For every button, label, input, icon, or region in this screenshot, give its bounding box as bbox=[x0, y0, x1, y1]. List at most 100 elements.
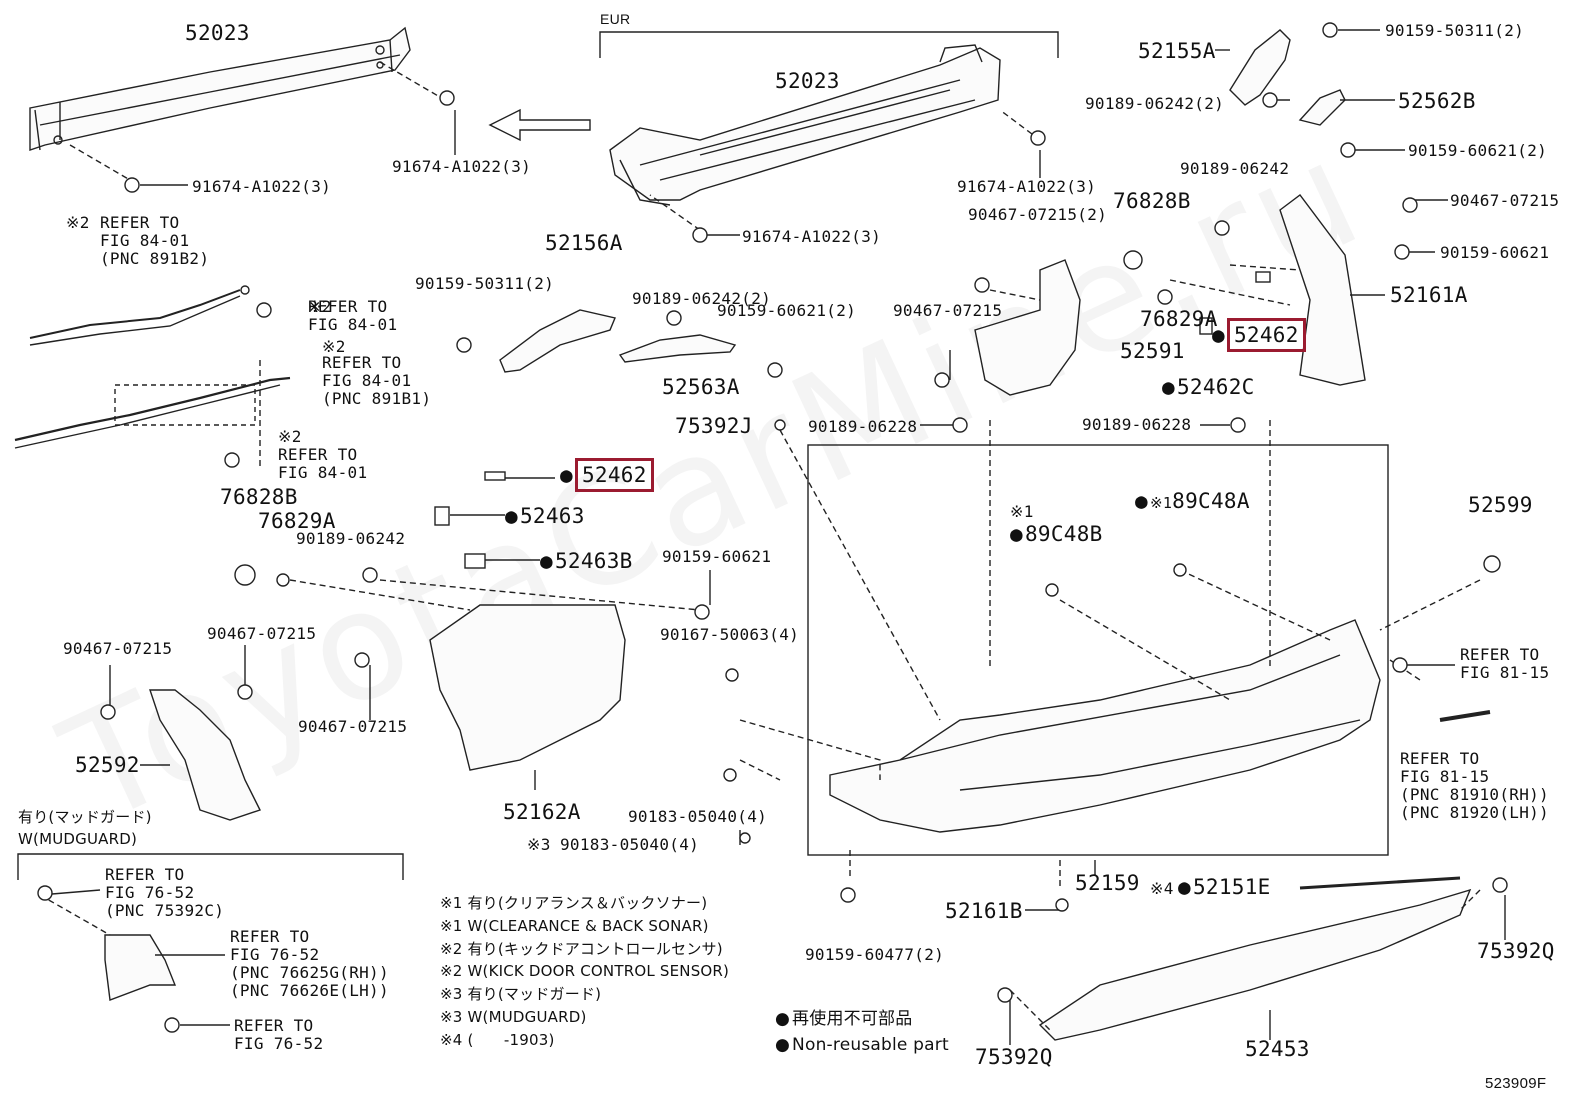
part-52563a: 52563A bbox=[662, 375, 740, 399]
note-mark-1a: ※1 bbox=[1149, 494, 1173, 512]
retainer-52155a-icon bbox=[1229, 29, 1291, 106]
part-90189-06228-b: 90189-06228 bbox=[1082, 415, 1192, 434]
refer-block-2: REFER TO FIG 84-01 bbox=[308, 297, 398, 334]
note-mark-3: ※3 bbox=[527, 835, 551, 854]
part-76829a-right: 76829A bbox=[1140, 307, 1218, 331]
note-mark-2b: ※2 bbox=[308, 297, 332, 316]
part-52591: 52591 bbox=[1120, 339, 1185, 363]
retainer-52592-icon bbox=[149, 689, 261, 821]
part-91674-c: 91674-A1022(3) bbox=[742, 227, 882, 246]
retainer-52162a-icon bbox=[429, 604, 626, 771]
part-75392q-right: 75392Q bbox=[1477, 939, 1555, 963]
part-90183-05040-b: 90183-05040(4) bbox=[560, 835, 700, 854]
part-52462-center: 52462 bbox=[560, 458, 654, 492]
part-90189-06242-a: 90189-06242 bbox=[1180, 159, 1290, 178]
part-52161a: 52161A bbox=[1390, 283, 1468, 307]
refer-block-6: REFER TO FIG 81-15 (PNC 81910(RH)) (PNC … bbox=[1400, 749, 1549, 822]
retainer-52591-icon bbox=[974, 259, 1081, 396]
part-52462c: 52462C bbox=[1162, 376, 1255, 398]
note-3-jp: ※3 有り(マッドガード) bbox=[440, 985, 602, 1004]
refer-block-1: REFER TO FIG 84-01 (PNC 891B2) bbox=[100, 213, 210, 268]
note-4: ※4 ( -1903) bbox=[440, 1030, 555, 1049]
part-90189-06242-2b: 90189-06242(2) bbox=[632, 289, 772, 308]
part-52155a: 52155A bbox=[1138, 39, 1216, 63]
harness-lower-icon bbox=[14, 376, 291, 449]
part-90159-60477: 90159-60477(2) bbox=[805, 945, 945, 964]
part-91674-a: 91674-A1022(3) bbox=[392, 157, 532, 176]
note-1-jp: ※1 有り(クリアランス＆バックソナー) bbox=[440, 894, 708, 912]
part-52162a: 52162A bbox=[503, 800, 581, 824]
part-91674-b: 91674-A1022(3) bbox=[192, 177, 332, 196]
part-90467-07215-a: 90467-07215 bbox=[1450, 191, 1560, 210]
note-mark-2d: ※2 bbox=[278, 427, 302, 446]
part-52462-right-highlight: 52462 bbox=[1226, 318, 1306, 352]
refer-block-4: REFER TO FIG 84-01 bbox=[278, 445, 368, 482]
mudguard-en-label: W(MUDGUARD) bbox=[18, 830, 138, 848]
retainer-52161a-icon bbox=[1279, 194, 1366, 386]
part-52161b: 52161B bbox=[945, 899, 1023, 923]
part-89c48b: 89C48B bbox=[1010, 523, 1103, 545]
part-75392j: 75392J bbox=[675, 414, 753, 438]
part-89c48a: ※189C48A bbox=[1135, 490, 1250, 512]
eur-bracket bbox=[599, 31, 1059, 58]
part-90183-05040-a: 90183-05040(4) bbox=[628, 807, 768, 826]
part-52463: 52463 bbox=[505, 505, 585, 527]
note-mark-4: ※4 bbox=[1150, 879, 1174, 898]
part-90159-60621-a: 90159-60621 bbox=[1440, 243, 1550, 262]
legend-en: Non-reusable part bbox=[775, 1036, 949, 1054]
part-52592: 52592 bbox=[75, 753, 140, 777]
part-90159-50311-a: 90159-50311(2) bbox=[1385, 21, 1525, 40]
part-90467-07215-e: 90467-07215 bbox=[298, 717, 408, 736]
part-90159-60621-b: 90159-60621 bbox=[662, 547, 772, 566]
part-52023-right: 52023 bbox=[775, 69, 840, 93]
footer-code: 523909F bbox=[1485, 1075, 1547, 1092]
retainer-52156a-icon bbox=[499, 309, 616, 373]
harness-upper-icon bbox=[29, 285, 250, 346]
part-90159-60621-2a: 90159-60621(2) bbox=[1408, 141, 1548, 160]
refer-block-8: REFER TO FIG 76-52 (PNC 76625G(RH)) (PNC… bbox=[230, 927, 389, 1000]
note-2-en: ※2 W(KICK DOOR CONTROL SENSOR) bbox=[440, 962, 730, 981]
retainer-52563a-icon bbox=[618, 334, 737, 363]
part-52453: 52453 bbox=[1245, 1037, 1310, 1061]
note-mark-2a: ※2 bbox=[66, 213, 90, 232]
refer-block-3: REFER TO FIG 84-01 (PNC 891B1) bbox=[322, 353, 432, 408]
mudguard-jp-label: 有り(マッドガード) bbox=[18, 808, 152, 826]
part-52463b: 52463B bbox=[540, 550, 633, 572]
refer-block-9: REFER TO FIG 76-52 bbox=[234, 1016, 324, 1053]
mudguard-bracket bbox=[17, 853, 404, 880]
part-75392q-left: 75392Q bbox=[975, 1045, 1053, 1069]
part-52151e: 52151E bbox=[1178, 876, 1271, 898]
eur-label: EUR bbox=[600, 11, 631, 27]
trim-strip-icon bbox=[1299, 876, 1461, 890]
bumper-frame bbox=[807, 444, 1389, 856]
legend-jp: 再使用不可部品 bbox=[775, 1010, 912, 1028]
part-52562b: 52562B bbox=[1398, 89, 1476, 113]
part-52156a: 52156A bbox=[545, 231, 623, 255]
reinforcement-right-icon bbox=[609, 44, 1001, 206]
part-90467-07215-b: 90467-07215 bbox=[893, 301, 1003, 320]
fastener-icons bbox=[37, 22, 1508, 1033]
reflector-icon bbox=[1439, 710, 1491, 722]
notes-block: ※1 有り(クリアランス＆バックソナー) ※1 W(CLEARANCE & BA… bbox=[440, 892, 729, 1052]
part-90467-07215-2: 90467-07215(2) bbox=[968, 205, 1108, 224]
part-90159-60621-2b: 90159-60621(2) bbox=[717, 301, 857, 320]
note-mark-1b: ※1 bbox=[1010, 502, 1034, 521]
part-90167-50063: 90167-50063(4) bbox=[660, 625, 800, 644]
mudguard-icon bbox=[104, 934, 177, 1001]
part-90189-06242-2a: 90189-06242(2) bbox=[1085, 94, 1225, 113]
part-52462-right: 52462 bbox=[1212, 318, 1306, 352]
part-76828b-left: 76828B bbox=[220, 485, 298, 509]
part-52023-left: 52023 bbox=[185, 21, 250, 45]
part-76829a-left: 76829A bbox=[258, 509, 336, 533]
part-52599: 52599 bbox=[1468, 493, 1533, 517]
part-90467-07215-d: 90467-07215 bbox=[207, 624, 317, 643]
reinforcement-left-icon bbox=[29, 26, 411, 151]
part-90159-50311-b: 90159-50311(2) bbox=[415, 274, 555, 293]
note-mark-2c: ※2 bbox=[322, 337, 346, 356]
note-2-jp: ※2 有り(キックドアコントロールセンサ) bbox=[440, 939, 723, 958]
note-3-en: ※3 W(MUDGUARD) bbox=[440, 1007, 587, 1026]
arrow-icon bbox=[488, 108, 591, 142]
part-90189-06228-a: 90189-06228 bbox=[808, 417, 918, 436]
bumper-cover-icon bbox=[829, 619, 1381, 833]
